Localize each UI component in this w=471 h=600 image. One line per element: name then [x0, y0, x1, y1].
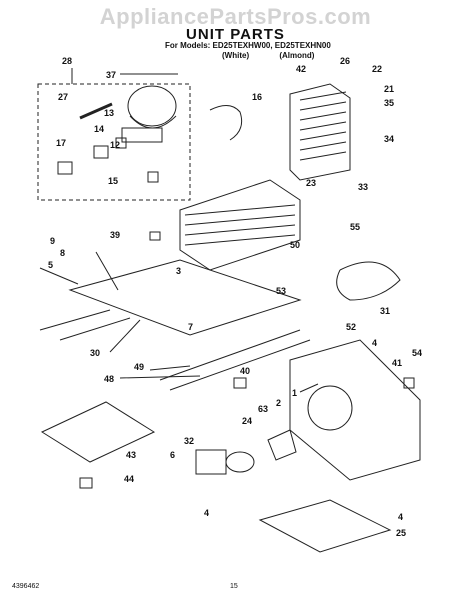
callout-33: 33 [358, 182, 368, 192]
callout-41: 41 [392, 358, 402, 368]
frame-rail-right [159, 329, 311, 391]
callout-14: 14 [94, 124, 104, 134]
variants-line: (White) (Almond) [222, 51, 342, 60]
callout-30: 30 [90, 348, 100, 358]
part-17 [57, 161, 73, 175]
callout-15: 15 [108, 176, 118, 186]
callout-27: 27 [58, 92, 68, 102]
callout-37: 37 [106, 70, 116, 80]
drain-tray-25 [258, 499, 392, 553]
callout-16: 16 [252, 92, 262, 102]
callout-34: 34 [384, 134, 394, 144]
callout-13: 13 [104, 108, 114, 118]
fan-motor [225, 451, 255, 473]
evaporator-coil [179, 179, 301, 271]
part-14 [93, 145, 109, 159]
models-line: For Models: ED25TEXHW00, ED25TEXHN00 [165, 41, 331, 50]
callout-9: 9 [50, 236, 55, 246]
callout-3: 3 [176, 266, 181, 276]
callout-44: 44 [124, 474, 134, 484]
callout-17: 17 [56, 138, 66, 148]
callout-2: 2 [276, 398, 281, 408]
part-54 [403, 377, 415, 389]
wiring-harness [336, 261, 401, 301]
compressor-mount [121, 127, 163, 143]
callout-7: 7 [188, 322, 193, 332]
tube-16 [209, 105, 243, 141]
callout-49: 49 [134, 362, 144, 372]
callout-54: 54 [412, 348, 422, 358]
callout-26: 26 [340, 56, 350, 66]
callout-21: 21 [384, 84, 394, 94]
part-44 [79, 477, 93, 489]
callout-48: 48 [104, 374, 114, 384]
page-number: 15 [230, 583, 238, 590]
variant-white: (White) [222, 51, 250, 60]
fan-shroud-opening [307, 385, 353, 431]
callout-12: 12 [110, 140, 120, 150]
callout-4-lower: 4 [204, 508, 209, 518]
compressor-shape [127, 85, 177, 127]
callout-50: 50 [290, 240, 300, 250]
callout-23: 23 [306, 178, 316, 188]
callout-5: 5 [48, 260, 53, 270]
document-number: 4396462 [12, 583, 40, 590]
drain-pan-43 [40, 401, 156, 463]
callout-31: 31 [380, 306, 390, 316]
callout-39: 39 [110, 230, 120, 240]
callout-63: 63 [258, 404, 268, 414]
compressor-group-box [37, 83, 191, 201]
fan-blade [267, 429, 297, 461]
callout-24: 24 [242, 416, 252, 426]
callout-22: 22 [372, 64, 382, 74]
callout-6: 6 [170, 450, 175, 460]
callout-40: 40 [240, 366, 250, 376]
callout-53: 53 [276, 286, 286, 296]
callout-8: 8 [60, 248, 65, 258]
callout-52: 52 [346, 322, 356, 332]
callout-1: 1 [292, 388, 297, 398]
site-watermark: AppliancePartsPros.com [99, 4, 372, 29]
part-63 [233, 377, 247, 389]
part-12 [115, 137, 127, 149]
condenser-coil [289, 83, 351, 181]
variant-almond: (Almond) [279, 51, 315, 60]
callout-4-right: 4 [398, 512, 403, 522]
callout-35: 35 [384, 98, 394, 108]
part-15 [147, 171, 159, 183]
frame-rail [68, 259, 302, 336]
callout-28: 28 [62, 56, 72, 66]
part-39 [149, 231, 161, 241]
callout-55: 55 [350, 222, 360, 232]
motor-bracket [195, 449, 227, 475]
part-27 [79, 102, 113, 120]
callout-25: 25 [396, 528, 406, 538]
page-title: UNIT PARTS [186, 26, 285, 43]
callout-42: 42 [296, 64, 306, 74]
evaporator-tubes [184, 204, 296, 246]
callout-43: 43 [126, 450, 136, 460]
callout-4-upper: 4 [372, 338, 377, 348]
frame-rail-left [39, 309, 131, 341]
condenser-fins [299, 91, 347, 161]
callout-32: 32 [184, 436, 194, 446]
